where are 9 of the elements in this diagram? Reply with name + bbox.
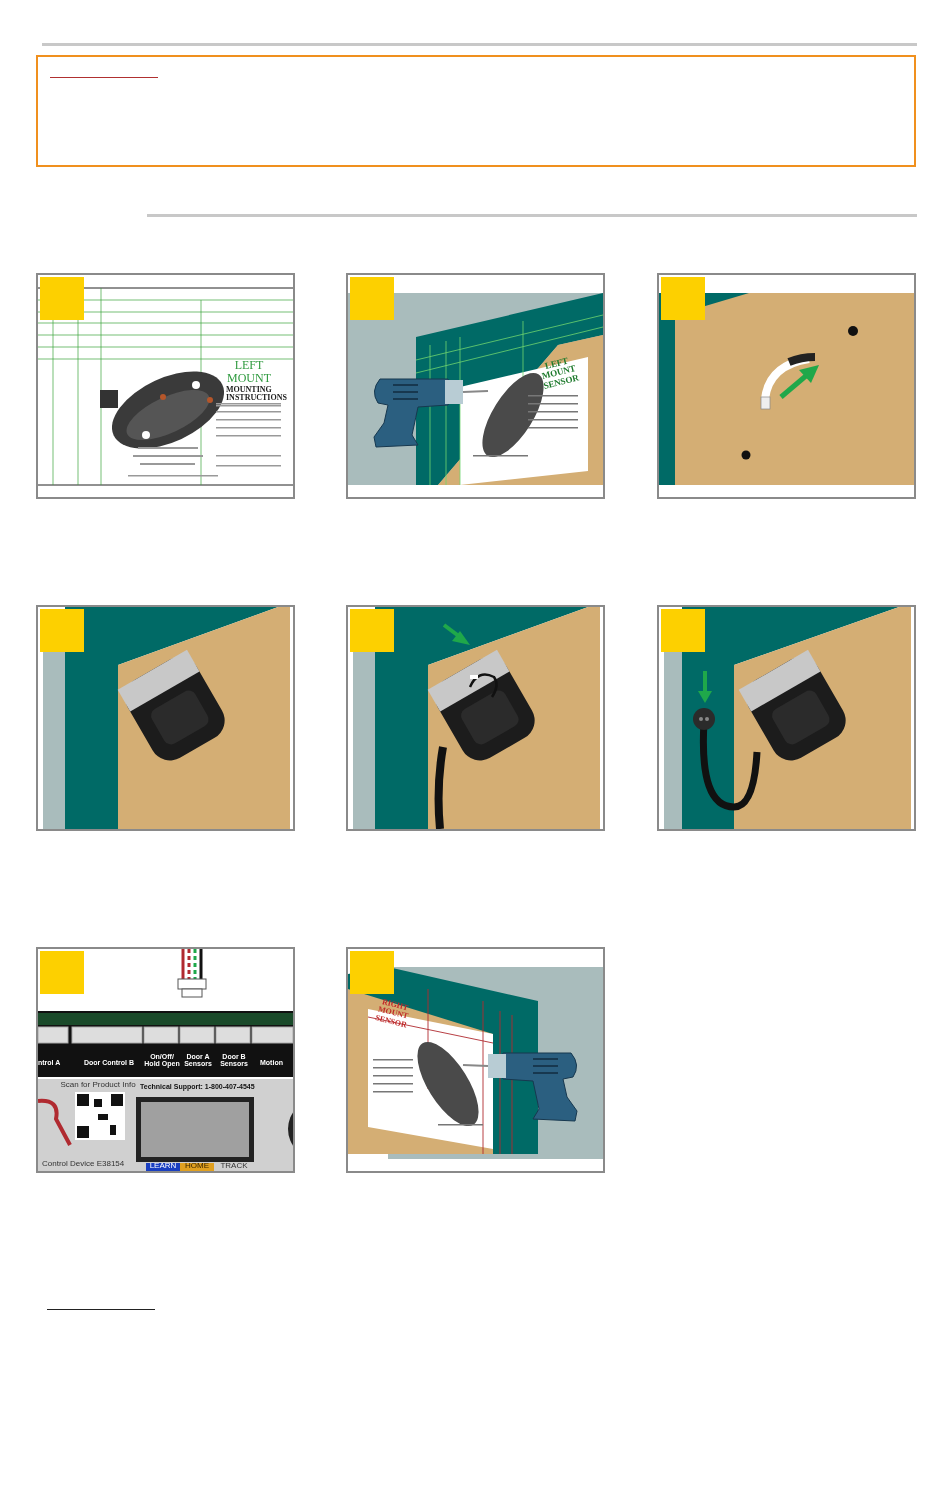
mode-label: HOME bbox=[184, 1162, 210, 1171]
mode-label: LEARN bbox=[148, 1162, 178, 1171]
notice-box bbox=[36, 55, 916, 167]
qr-caption: Scan for Product Info bbox=[59, 1081, 137, 1090]
template-heading: RIGHT MOUNT SENSOR bbox=[373, 996, 411, 1032]
template-heading: LEFT MOUNT bbox=[226, 359, 272, 385]
mode-label: TRACK bbox=[219, 1162, 249, 1171]
device-caption: Control Device E38154 bbox=[42, 1160, 126, 1169]
template-heading: LEFT MOUNT SENSOR bbox=[539, 354, 581, 393]
